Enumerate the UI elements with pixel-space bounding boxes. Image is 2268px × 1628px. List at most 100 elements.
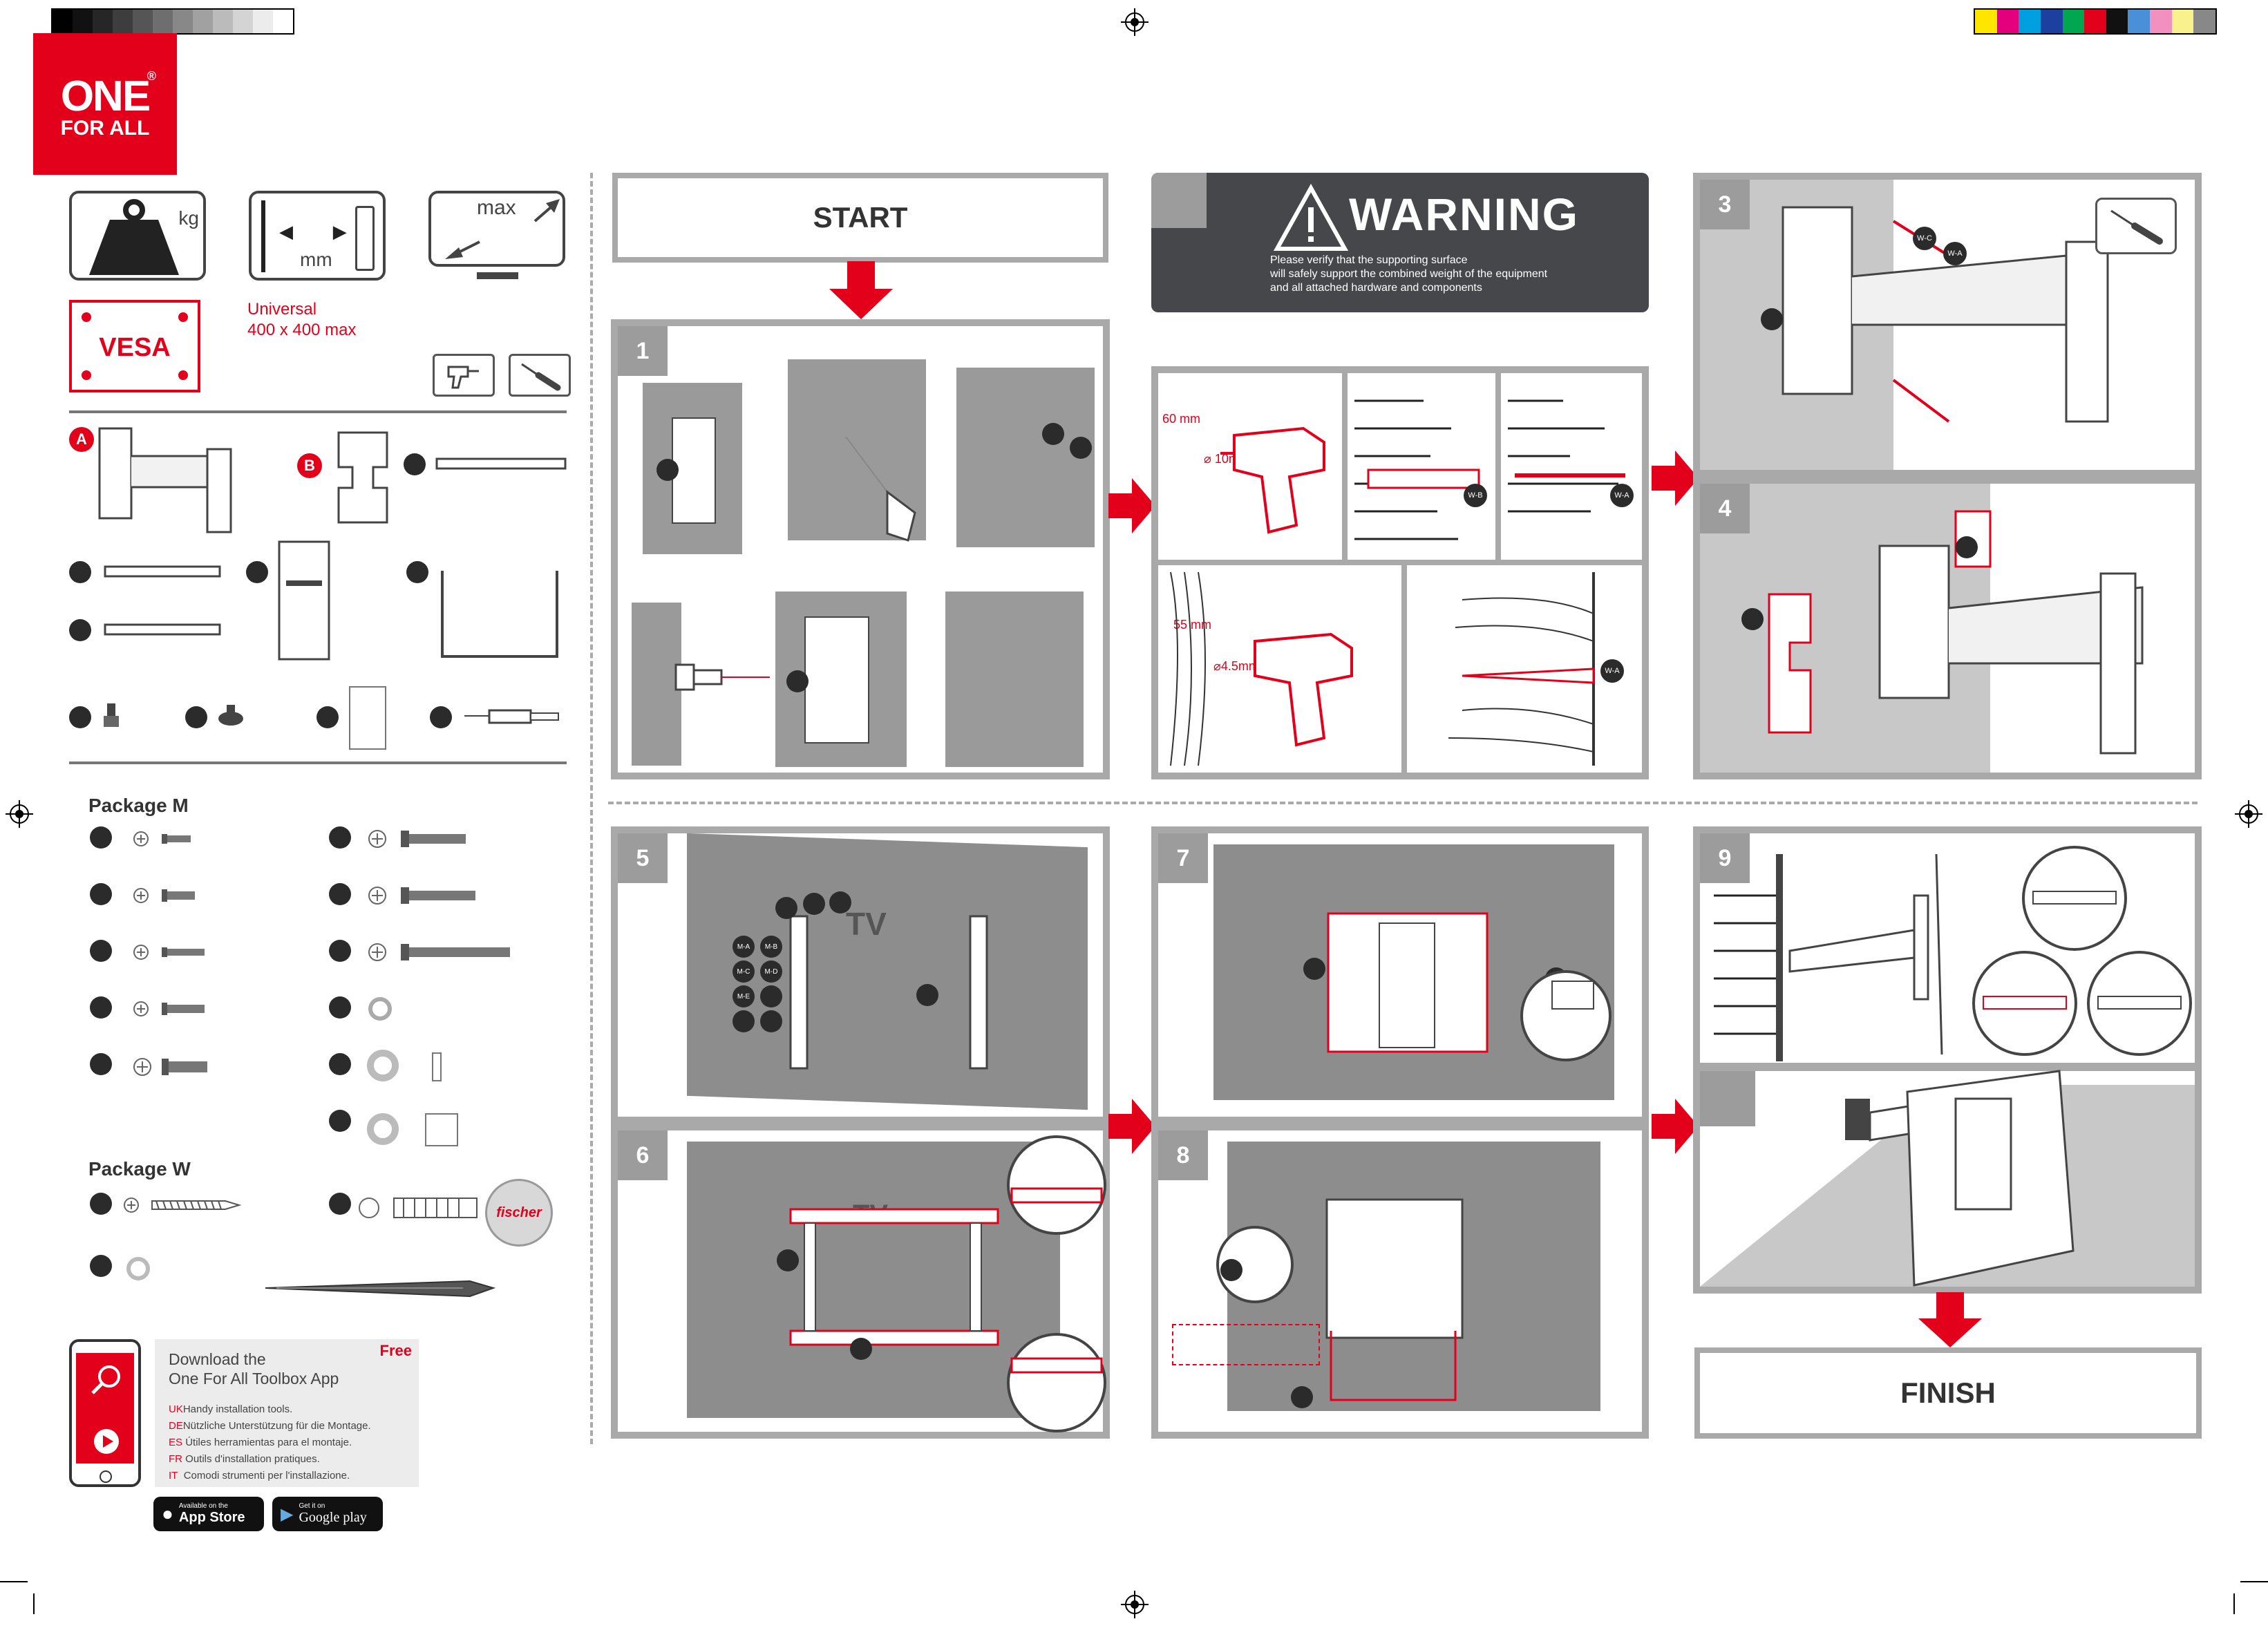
google-play-icon: ▶ — [281, 1504, 294, 1524]
bolt-side-view — [674, 663, 770, 691]
step-8-number: 8 — [1158, 1130, 1208, 1180]
arrow-down-start — [829, 261, 893, 319]
zoom-detail-8 — [1216, 1226, 1294, 1303]
crop-mark — [2233, 1593, 2235, 1614]
drill-red-icon — [1220, 426, 1325, 534]
brand-logo: ONE FOR ALL ® — [33, 33, 177, 175]
code-wa-badge-3: W-A — [1943, 242, 1967, 265]
package-w-list: fischer — [90, 1179, 560, 1296]
zoom-detail-bottom — [1007, 1333, 1106, 1432]
registration-mark-left — [6, 800, 33, 828]
fischer-badge: fischer — [485, 1179, 553, 1247]
size-arrows: ◀ ▶ — [279, 221, 347, 242]
step-4-panel: 4 — [1693, 477, 2202, 779]
part-long-rail — [435, 457, 567, 470]
app-phone-icon — [69, 1339, 141, 1487]
tool-drill-box — [433, 354, 495, 397]
app-search-icon — [91, 1365, 120, 1394]
screw-m-icon — [133, 945, 205, 960]
zoom-detail-7 — [1520, 970, 1612, 1061]
arrow-right-1 — [1108, 478, 1155, 533]
part-plate-small — [349, 686, 386, 750]
part-knob — [218, 705, 243, 726]
step-5-panel: 5 TV M-A M-B M-C M-D M-E — [611, 826, 1110, 1124]
crop-mark — [0, 1581, 28, 1582]
size-icon-box: ◀ ▶ mm — [249, 191, 386, 281]
part-marker — [69, 561, 91, 583]
registration-mark-bottom — [1121, 1591, 1149, 1618]
part-marker — [316, 706, 339, 728]
package-m-list — [90, 826, 560, 1146]
app-lang-uk: UKHandy installation tools. — [169, 1403, 293, 1415]
color-calibration-bar — [1974, 8, 2217, 35]
part-marker — [430, 706, 452, 728]
step-7-panel: 7 — [1151, 826, 1649, 1124]
part-marker — [69, 706, 91, 728]
wall-arm-mounting — [1782, 206, 2109, 423]
part-b-plate — [337, 431, 388, 524]
wall-plug-icon — [359, 1198, 478, 1218]
part-marker — [404, 453, 426, 475]
warning-triangle-icon — [1273, 183, 1349, 251]
wall-arm-covers — [1768, 510, 2144, 755]
weight-icon — [89, 199, 179, 275]
code-mc-badge: M-C — [733, 960, 755, 983]
code-wb-badge: W-B — [1464, 484, 1487, 507]
warning-banner: WARNING Please verify that the supportin… — [1151, 173, 1649, 312]
screw-m-icon — [133, 831, 191, 846]
step-2-panel: 60 mm ⌀ 10mm W-B W-A 55 mm ⌀4.5mm W-A — [1151, 366, 1649, 779]
warning-text-1: Please verify that the supporting surfac… — [1270, 254, 1468, 266]
code-wa-badge: W-A — [1610, 484, 1634, 507]
step-6-number: 6 — [618, 1130, 668, 1180]
step-9-panel: 9 — [1693, 826, 2202, 1070]
drill-depth-1: 60 mm — [1162, 412, 1201, 426]
step-10-panel — [1693, 1064, 2202, 1294]
tv-plate-8 — [1325, 1198, 1464, 1401]
screwdriver-icon — [521, 363, 561, 391]
horizontal-dashed-divider — [608, 802, 2198, 804]
brick-wall-icon — [1354, 399, 1480, 540]
step-4-number: 4 — [1700, 484, 1750, 533]
max-size-icon-box: max — [428, 191, 565, 267]
screw-insert-cell: W-A — [1501, 373, 1642, 560]
step-7-number: 7 — [1158, 833, 1208, 883]
divider-parts-top — [69, 410, 567, 413]
part-u-bracket — [441, 571, 558, 658]
vertical-dashed-divider — [590, 173, 593, 1444]
code-mb-badge: M-B — [760, 936, 782, 958]
code-wc-badge: W-C — [1913, 227, 1936, 250]
screw-m-icon — [133, 1058, 207, 1076]
vesa-note-universal: Universal — [247, 300, 317, 319]
app-lang-it: IT Comodi strumenti per l'installazione. — [169, 1470, 350, 1482]
divider-parts-bottom — [69, 761, 567, 764]
vesa-note-max: 400 x 400 max — [247, 321, 357, 339]
brand-logo-line1: ONE — [60, 73, 151, 120]
vesa-icon: VESA — [69, 300, 200, 392]
brick-wall-screw-icon — [1508, 399, 1625, 513]
step-5-number: 5 — [618, 833, 668, 883]
warning-text-2: will safely support the combined weight … — [1270, 268, 1548, 280]
arrow-right-4 — [1652, 1099, 1699, 1154]
app-lang-es: ES Útiles herramientas para el montaje. — [169, 1437, 352, 1448]
registration-mark-right — [2235, 800, 2262, 828]
max-size-label: max — [477, 196, 516, 219]
step-1-number: 1 — [618, 326, 668, 376]
tv-stand-icon — [477, 272, 518, 279]
vesa-label: VESA — [99, 333, 171, 362]
app-title-2: One For All Toolbox App — [169, 1370, 339, 1388]
weight-icon-box: kg — [69, 191, 206, 281]
plug-insert-cell: W-B — [1348, 373, 1501, 560]
drill-red-icon-2 — [1254, 632, 1353, 747]
drill-icon — [447, 366, 479, 389]
part-small-screw — [104, 703, 119, 727]
brand-logo-line2: FOR ALL — [60, 117, 150, 140]
finish-label: FINISH — [1694, 1347, 2202, 1439]
mounted-tv-view — [1700, 1070, 2195, 1287]
wood-grain — [1170, 571, 1206, 766]
part-marker — [185, 706, 207, 728]
screw-m-icon — [133, 888, 195, 903]
part-b-marker: B — [297, 453, 322, 478]
pencil-icon — [265, 1280, 496, 1298]
